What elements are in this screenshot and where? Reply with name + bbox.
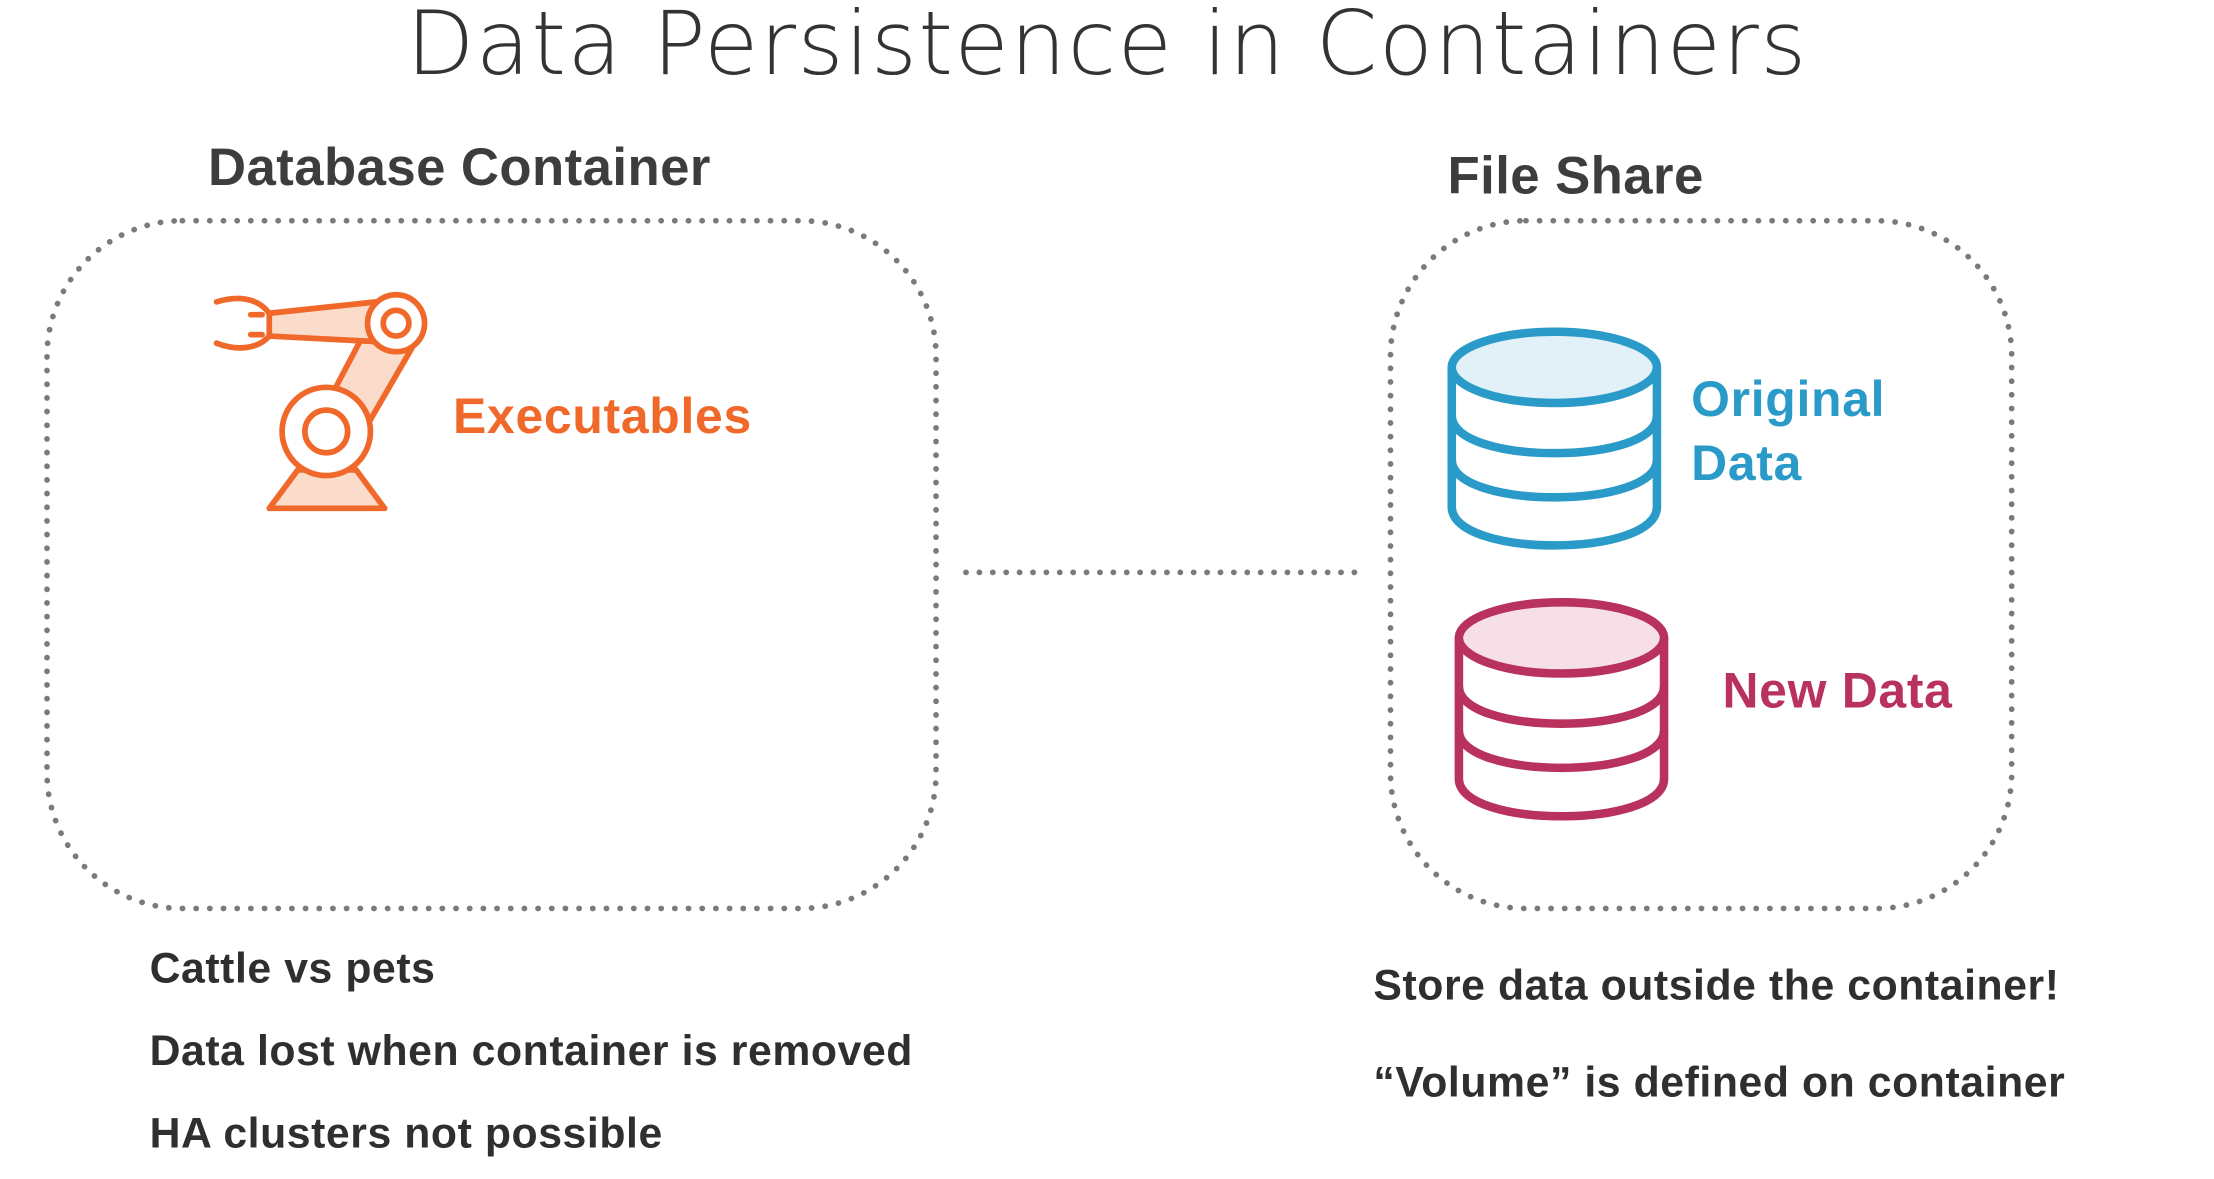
db-note-1: Cattle vs pets [149, 945, 436, 993]
robot-arm-icon [213, 291, 428, 512]
new-data-database-icon [1454, 598, 1669, 821]
page-title: Data Persistence in Containers [406, 0, 1808, 96]
original-data-label: Original Data [1691, 367, 1885, 495]
db-note-3: HA clusters not possible [149, 1110, 663, 1158]
original-data-label-line1: Original [1691, 371, 1886, 428]
database-container-label: Database Container [208, 138, 711, 197]
original-data-database-icon [1447, 327, 1662, 550]
file-share-box [1387, 217, 2015, 912]
db-note-2: Data lost when container is removed [149, 1028, 913, 1076]
new-data-label: New Data [1722, 663, 1953, 720]
fs-note-2: “Volume” is defined on container [1373, 1059, 2066, 1107]
original-data-label-line2: Data [1691, 435, 1803, 492]
fs-note-1: Store data outside the container! [1373, 962, 2060, 1010]
file-share-label: File Share [1447, 146, 1704, 206]
database-container-box [44, 217, 939, 912]
executables-label: Executables [453, 388, 752, 445]
